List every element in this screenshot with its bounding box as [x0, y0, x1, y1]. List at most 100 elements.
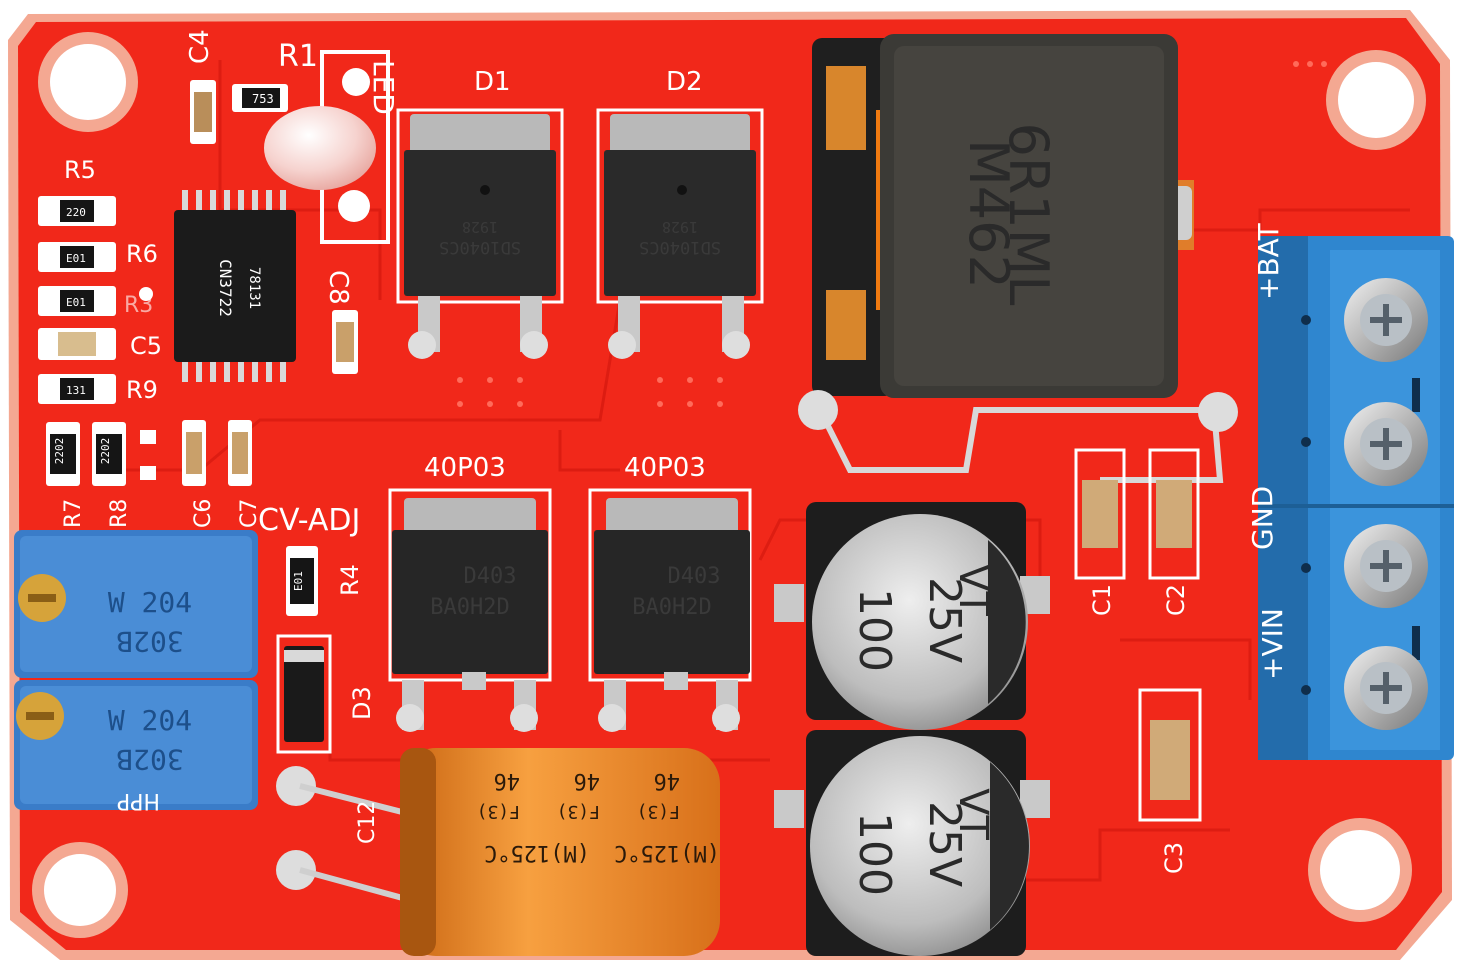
silk-r6: R6 — [126, 240, 158, 268]
ecap-code1-b: 46 — [574, 768, 601, 793]
cap1-value: 100 — [849, 588, 900, 672]
inductor-line2: M462 — [957, 139, 1020, 289]
resistor-r7: 2202 R7 — [46, 422, 86, 528]
resistor-r1: 753 R1 — [232, 39, 318, 112]
capacitor-c7: C7 — [228, 420, 262, 528]
trimmer-pot-1: W 204 302B — [14, 530, 258, 678]
via-cluster — [457, 61, 1327, 407]
ic-line2: 78131 — [246, 267, 262, 309]
led-indicator: LED — [264, 50, 400, 244]
aluminum-capacitor-bottom: 100 25V VT — [774, 730, 1050, 956]
mounting-hole-top-right — [1326, 50, 1426, 150]
ecap-rating-b: (M)125°C — [614, 840, 720, 865]
silk-d3: D3 — [348, 686, 376, 720]
jumper-wire — [798, 390, 1238, 483]
screw-bat-minus — [1344, 402, 1428, 486]
screw-gnd — [1344, 524, 1428, 608]
d2-part: SD1040CS — [639, 237, 721, 257]
mounting-hole-bottom-right — [1308, 818, 1412, 922]
trimmer1-line1: W 204 — [108, 586, 192, 619]
silk-cv-adj: CV-ADJ — [258, 503, 360, 538]
ecap-rating-a: (M)125°C — [484, 840, 590, 865]
silk-c1: C1 — [1088, 584, 1116, 616]
inductor-l1: 6R1ML M462 — [812, 34, 1194, 398]
d1-date: 1928 — [462, 218, 498, 236]
r7-code: 2202 — [53, 438, 66, 465]
r1-code: 753 — [252, 92, 274, 106]
ic-line1: CN3722 — [216, 259, 235, 317]
mosfet-q2: D403 BA0H2D 40P03 — [588, 453, 752, 732]
q1-line2: BA0H2D — [430, 595, 509, 620]
electrolytic-capacitor-c12: 46 46 46 F(3) F(3) F(3) (M)125°C (M)125°… — [276, 748, 720, 956]
terminal-block — [1258, 236, 1454, 760]
cap2-series: VT — [950, 788, 996, 840]
aluminum-capacitor-top: 100 25V VT — [774, 502, 1050, 730]
q1-line1: D403 — [464, 564, 517, 589]
silk-c3: C3 — [1160, 842, 1188, 874]
silk-c4: C4 — [185, 29, 215, 64]
ecap-code2-a: F(3) — [477, 801, 520, 822]
d1-part: SD1040CS — [439, 237, 521, 257]
silk-c7: C7 — [237, 499, 262, 528]
r4-code: E01 — [292, 571, 305, 591]
mounting-hole-bottom-left — [32, 842, 128, 938]
trimmer-pot-2: W 204 302B — [14, 680, 258, 810]
capacitor-c5: C5 — [38, 328, 162, 360]
d2-date: 1928 — [662, 218, 698, 236]
silk-c2: C2 — [1162, 584, 1190, 616]
silk-bat: +BAT — [1252, 222, 1285, 300]
silk-hpp: HPP — [117, 788, 160, 813]
silk-q2: 40P03 — [624, 453, 706, 483]
silk-r4: R4 — [336, 564, 364, 596]
silk-r3: R3 — [124, 293, 153, 318]
ecap-code1-a: 46 — [494, 768, 521, 793]
r6-code: E01 — [66, 252, 86, 265]
cap2-value: 100 — [849, 812, 900, 896]
screw-bat-plus — [1344, 278, 1428, 362]
silk-gnd: GND — [1246, 486, 1279, 550]
silk-r5: R5 — [64, 156, 96, 184]
capacitor-c1: C1 — [1074, 448, 1126, 616]
capacitor-c2: C2 — [1148, 448, 1200, 616]
resistor-r8: 2202 R8 — [92, 422, 132, 528]
r3-code: E01 — [66, 296, 86, 309]
silk-r1: R1 — [278, 39, 318, 74]
trimmer2-line2: 302B — [116, 743, 183, 776]
diode-d2: 1928 SD1040CS D2 — [596, 67, 764, 359]
smd-pad — [140, 466, 156, 480]
silk-c8: C8 — [323, 270, 353, 305]
q2-line2: BA0H2D — [632, 595, 711, 620]
silk-r8: R8 — [107, 499, 132, 528]
capacitor-c3: C3 — [1138, 688, 1202, 874]
diode-d1: 1928 SD1040CS D1 — [396, 67, 564, 359]
mosfet-q1: D403 BA0H2D 40P03 — [388, 453, 552, 732]
capacitor-c6: C6 — [182, 420, 216, 528]
ecap-code2-b: F(3) — [557, 801, 600, 822]
silk-d1: D1 — [474, 67, 511, 97]
cap1-series: VT — [950, 564, 996, 616]
trimmer1-line2: 302B — [116, 625, 183, 658]
screw-vin — [1344, 646, 1428, 730]
resistor-r6: E01 R6 — [38, 240, 158, 272]
silk-c5: C5 — [130, 332, 162, 360]
silk-q1: 40P03 — [424, 453, 506, 483]
diode-d3: D3 — [276, 634, 376, 754]
ecap-code1-c: 46 — [654, 768, 681, 793]
resistor-r4: E01 R4 — [286, 546, 364, 616]
resistor-r5: 220 R5 — [38, 156, 116, 226]
r5-code: 220 — [66, 206, 86, 219]
silk-c6: C6 — [191, 499, 216, 528]
inductor-line1: 6R1ML — [997, 123, 1060, 306]
capacitor-c4: C4 — [185, 29, 216, 144]
smd-pad — [140, 430, 156, 444]
cap1-rating: 25V — [919, 577, 970, 663]
mounting-hole-top-left — [38, 32, 138, 132]
silk-r9: R9 — [126, 376, 158, 404]
silk-r7: R7 — [61, 499, 86, 528]
silk-c12: C12 — [355, 801, 380, 844]
r9-code: 131 — [66, 384, 86, 397]
resistor-r3: E01 R3 — [38, 286, 153, 318]
ic-cn3722: CN3722 78131 — [174, 190, 296, 382]
q2-line1: D403 — [668, 564, 721, 589]
resistor-r9: 131 R9 — [38, 374, 158, 404]
